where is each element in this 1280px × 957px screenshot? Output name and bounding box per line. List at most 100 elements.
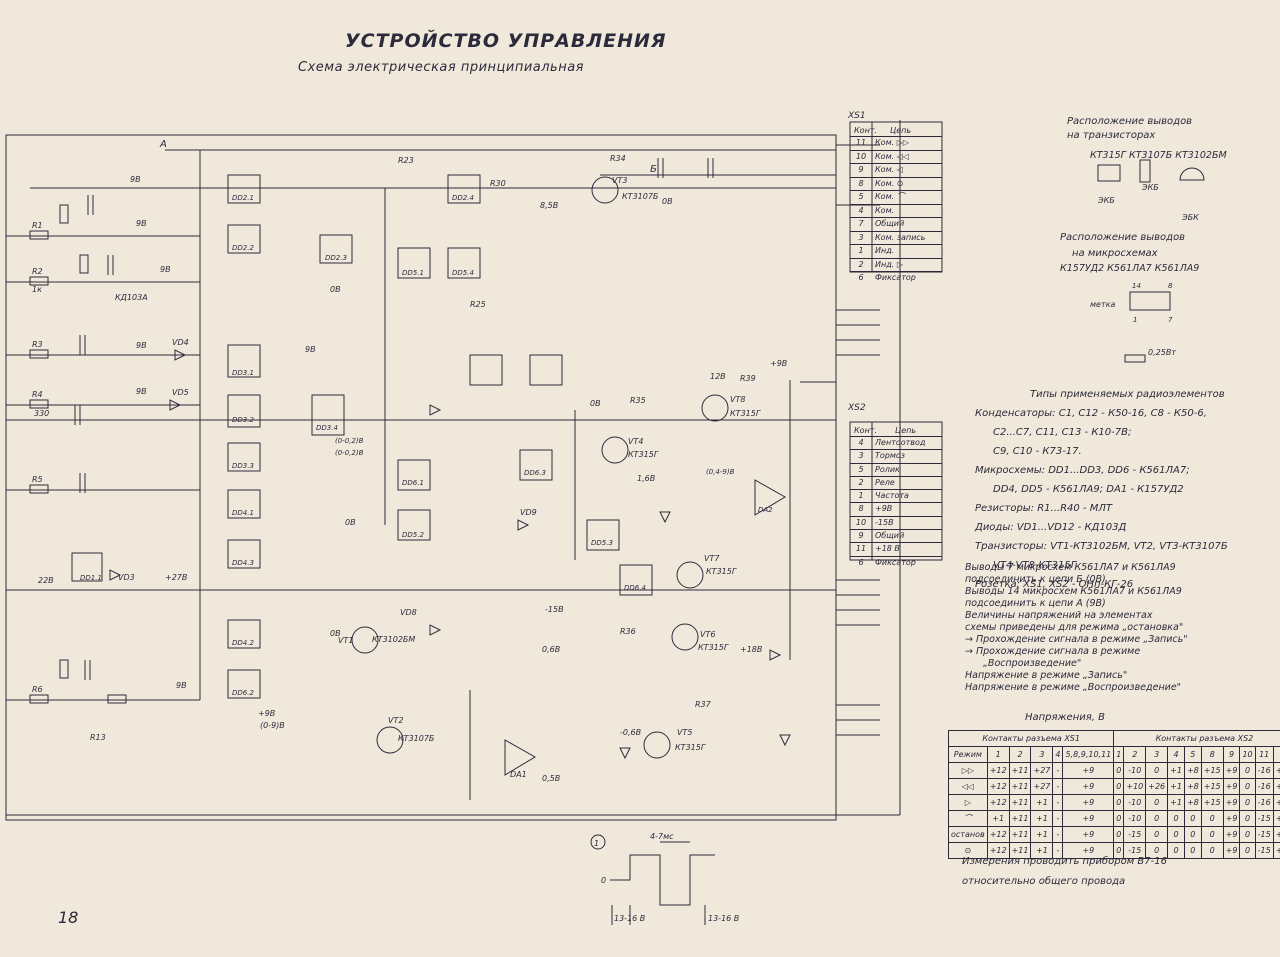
resistor-label: R5 <box>32 475 43 484</box>
transistor-label: VT5 <box>677 728 692 737</box>
voltage-table-cell: +15 <box>1200 794 1224 811</box>
voltage-table-cell: - <box>1052 762 1064 779</box>
connector-circuit: +9В <box>875 504 893 514</box>
transistor-pinout-pins: ЭКБ <box>1141 183 1159 192</box>
voltage-label: 22В <box>38 576 54 585</box>
resistor-label: R23 <box>398 156 414 165</box>
voltage-table-col-header: 8 <box>1200 746 1224 763</box>
diode-label: VD3 <box>118 573 135 582</box>
voltage-table-cell: - <box>1052 810 1064 827</box>
voltage-table-cell: 0 <box>1200 810 1224 827</box>
voltage-table-cell: 0 <box>1167 810 1185 827</box>
voltage-table-mode: ⊙ <box>948 842 988 859</box>
voltage-table-col-header: 4 <box>1052 746 1064 763</box>
transistor-type: КТ3107Б <box>622 192 659 201</box>
transistor-type: КТ315Г <box>706 567 737 576</box>
voltage-table-cell: +9 <box>1062 826 1115 843</box>
voltage-table-cell: +11 <box>1008 762 1032 779</box>
gate-label: DD3.2 <box>232 416 254 424</box>
voltage-table-cell: 0 <box>1183 826 1202 843</box>
transistor-label: VT8 <box>730 395 745 404</box>
resistor-label: R39 <box>740 374 756 383</box>
ic-pinout-title-2: на микросхемах <box>1072 248 1158 259</box>
connector-pin: 9 <box>858 165 864 174</box>
resistor-label: R13 <box>90 733 106 742</box>
gate-label: DD5.4 <box>452 269 474 277</box>
voltage-table-cell: - <box>1052 842 1064 859</box>
voltage-table-cell: -15 <box>1254 842 1274 859</box>
voltage-table-cell: +15 <box>1272 826 1280 843</box>
connector-pin: 4 <box>858 438 864 447</box>
connector-pin: 2 <box>858 259 864 269</box>
resistor-label: R1 <box>32 221 43 230</box>
voltage-table-cell: +1 <box>1167 778 1185 795</box>
voltage-label: 0В <box>345 518 356 527</box>
voltage-table-header-xs1: Контакты разъема XS1 <box>947 730 1115 747</box>
voltage-table-cell: 0 <box>1239 842 1256 859</box>
voltage-label: 9В <box>136 387 147 396</box>
connector-circuit: Частота <box>875 491 909 501</box>
connector-pin: 8 <box>858 504 864 514</box>
rail-b-label: Б <box>650 164 657 175</box>
voltage-table-cell: +8 <box>1183 762 1202 779</box>
voltage-label: +9В <box>258 709 275 718</box>
connector-circuit: Ком. ⌒ <box>875 192 905 201</box>
ic-pin-8: 8 <box>1168 282 1173 290</box>
connector-pin: 5 <box>858 464 864 474</box>
voltage-table-cell: 0 <box>1239 778 1256 795</box>
gate-label: DD6.3 <box>524 469 546 477</box>
transistor-type: КТ315Г <box>730 409 761 418</box>
voltage-table-col-header: 10 <box>1239 746 1256 763</box>
connector-circuit: Ком. ◁◁ <box>875 151 909 161</box>
voltage-label: 0В <box>590 399 601 408</box>
connector-circuit: -15В <box>875 517 894 527</box>
voltage-table-cell: 0 <box>1145 810 1169 827</box>
component-type-line: Розетка: XS1, XS2 - ОНп-КГ-26 <box>975 579 1134 590</box>
voltage-table-cell: +11 <box>1008 842 1032 859</box>
diode-label: VD9 <box>520 508 537 517</box>
component-type-line: Конденсаторы: С1, С12 - К50-16, С8 - К50… <box>975 408 1207 419</box>
transistor-label: VT1 <box>338 636 353 645</box>
connector-pin: 5 <box>858 192 864 201</box>
voltage-table-cell: +1 <box>1030 810 1054 827</box>
voltage-label: +27В <box>165 573 187 582</box>
connector-pin: 9 <box>858 531 864 541</box>
voltage-label: -15В <box>545 605 564 614</box>
voltage-table-cell: 0 <box>1200 826 1224 843</box>
voltage-label: (0-0,2)В <box>335 437 364 445</box>
waveform-period: 4-7мс <box>650 832 674 841</box>
voltage-table-cell: -16 <box>1254 794 1274 811</box>
connector-row: 5 Ком. ⌒ <box>850 190 942 204</box>
connector-pin: 8 <box>858 178 864 188</box>
transistor-label: VT3 <box>612 176 627 185</box>
gate-label: DD6.2 <box>232 689 254 697</box>
voltage-table-mode: ▷▷ <box>948 762 988 779</box>
voltage-table-col-header: 5 <box>1183 746 1202 763</box>
voltage-table-cell: +1 <box>1030 794 1054 811</box>
voltage-table-cell: +8 <box>1183 778 1202 795</box>
voltage-table-cell: +9 <box>1062 794 1115 811</box>
gate-label: DD3.4 <box>316 424 338 432</box>
connector-pin: 6 <box>858 557 864 567</box>
voltage-table-cell: +9 <box>1062 778 1115 795</box>
note-line: Величины напряжений на элементах <box>965 610 1153 621</box>
ic-mark-label: метка <box>1090 300 1115 309</box>
connector-circuit: Общий <box>875 219 905 228</box>
voltage-table-cell: +15 <box>1272 810 1280 827</box>
resistor-value: 330 <box>34 409 49 418</box>
xs2-name: XS2 <box>847 403 866 413</box>
voltage-table-cell: 0 <box>1239 794 1256 811</box>
transistor-label: VT6 <box>700 630 715 639</box>
diode-type: КД103А <box>115 293 148 302</box>
voltage-table-cell: - <box>1052 826 1064 843</box>
note-line: Напряжение в режиме „Запись" <box>965 670 1128 681</box>
voltage-table-cell: -15 <box>1254 826 1274 843</box>
voltage-label: 0,6В <box>542 645 560 654</box>
